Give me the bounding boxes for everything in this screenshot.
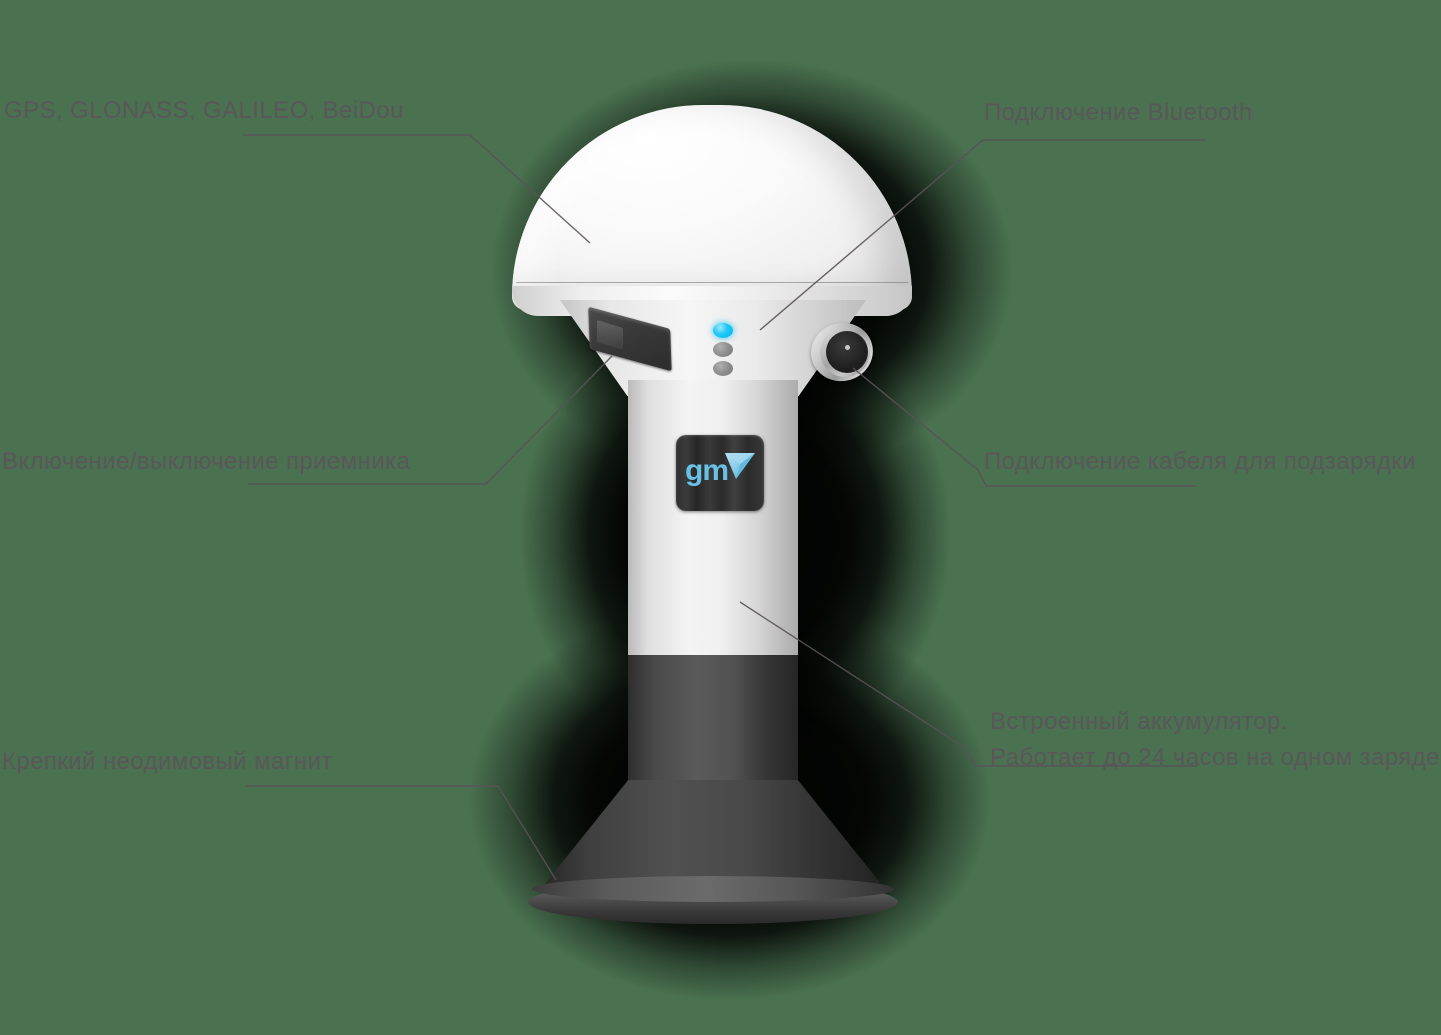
leader-line-power	[248, 355, 613, 485]
callout-label-magnet: Крепкий неодимовый магнит	[2, 748, 333, 775]
magnet-base-disc-top	[532, 876, 894, 902]
callout-label-battery: Встроенный аккумулятор. Работает до 24 ч…	[990, 704, 1441, 776]
callout-label-bluetooth: Подключение Bluetooth	[984, 99, 1253, 126]
leader-line-charging	[852, 367, 1196, 487]
logo-wordmark: gm	[685, 454, 729, 487]
battery-housing	[628, 655, 798, 790]
leader-line-bluetooth	[759, 139, 1205, 331]
status-led-middle	[713, 342, 733, 357]
callout-label-charging: Подключение кабеля для подзарядки	[984, 448, 1416, 475]
gm-logo: gm	[685, 453, 755, 490]
brand-plate: gm	[676, 435, 764, 511]
callout-label-battery-line2: Работает до 24 часов на одном заряде	[990, 744, 1440, 771]
leader-line-battery	[739, 601, 1197, 767]
leader-line-magnet	[246, 785, 557, 881]
callout-label-gnss: GPS, GLONASS, GALILEO, BeiDou	[4, 97, 404, 124]
callout-label-battery-line1: Встроенный аккумулятор.	[990, 708, 1288, 735]
charging-port-face	[826, 331, 868, 373]
logo-arrow-icon	[725, 453, 755, 479]
status-led-bottom	[713, 361, 733, 376]
callout-label-power: Включение/выключение приемника	[2, 448, 411, 475]
leader-line-gnss	[243, 134, 591, 244]
status-led-top	[713, 323, 733, 338]
antenna-dome-seam	[516, 282, 908, 299]
charging-port-pin	[845, 345, 850, 350]
